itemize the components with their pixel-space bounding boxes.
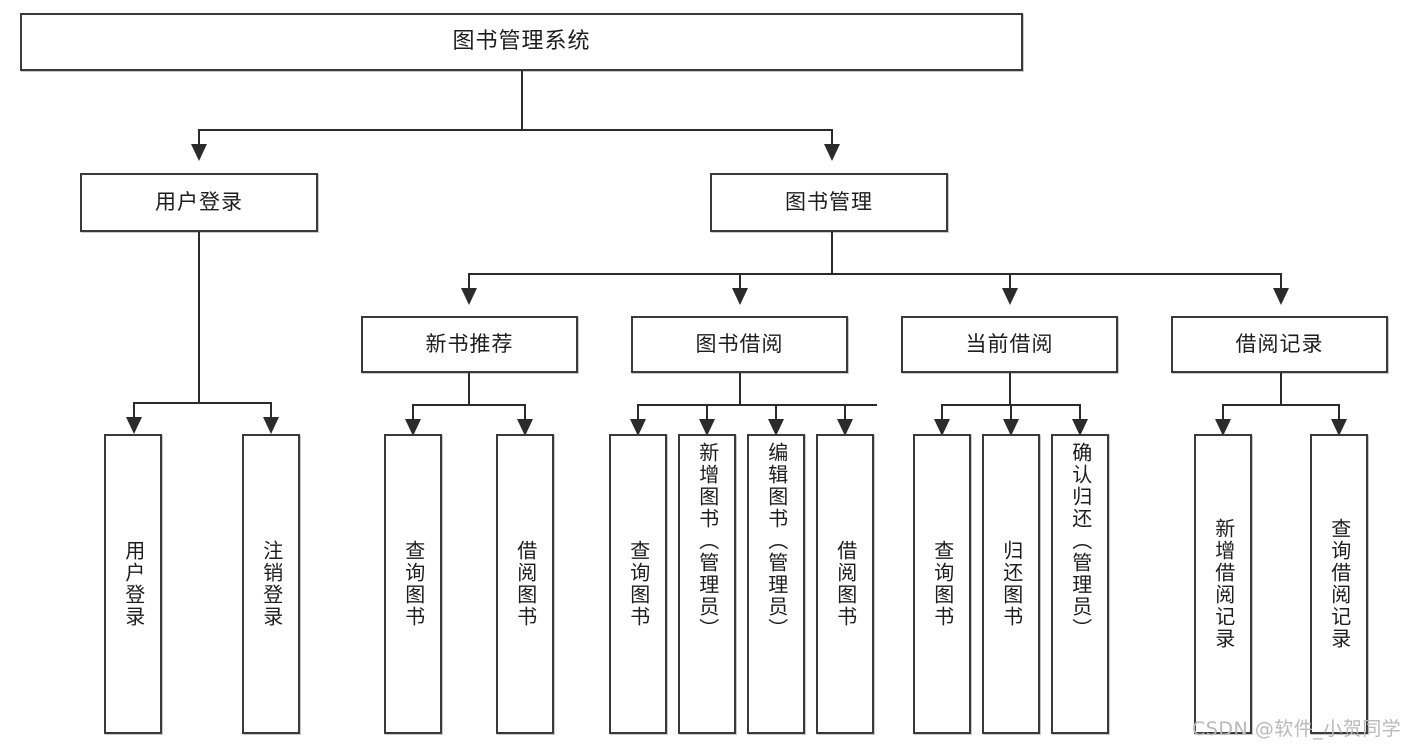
node-label: 图书借阅 (695, 332, 784, 356)
node-label: 新书推荐 (425, 332, 514, 356)
connector-user-login-drop-2 (270, 402, 272, 419)
leaf-label: 借阅图书 (833, 540, 858, 628)
connector-book-management-bar (468, 273, 1282, 275)
leaf-label: 新增借阅记录 (1211, 518, 1236, 650)
connector-root-stem (521, 71, 523, 130)
connector-bb-drop-1 (637, 404, 639, 421)
leaf-br-add-record[interactable]: 新增借阅记录 (1194, 434, 1252, 734)
arrow-to-current-borrow (1002, 288, 1018, 305)
leaf-bb-borrow-book[interactable]: 借阅图书 (816, 434, 874, 734)
arrow-br-leaf-2 (1331, 419, 1347, 436)
connector-br-bar (1222, 404, 1339, 406)
arrow-to-book-management (824, 144, 840, 161)
leaf-label: 归还图书 (999, 540, 1024, 628)
arrow-to-book-borrow (732, 288, 748, 305)
connector-nbr-drop-2 (524, 404, 526, 421)
node-book-management[interactable]: 图书管理 (710, 173, 948, 232)
connector-user-login-bar (133, 402, 271, 404)
leaf-label: 查询图书 (401, 540, 426, 628)
connector-bm-drop-1 (468, 273, 470, 290)
arrow-bb-leaf-4 (837, 419, 853, 436)
connector-br-drop-1 (1222, 404, 1224, 421)
connector-book-management-stem (831, 232, 833, 274)
arrow-bb-leaf-3 (768, 419, 784, 436)
connector-bb-drop-4 (844, 404, 846, 421)
leaf-bb-query-book[interactable]: 查询图书 (609, 434, 667, 734)
connector-bb-drop-2 (706, 404, 708, 421)
arrow-bb-leaf-2 (699, 419, 715, 436)
arrow-to-borrow-record (1273, 288, 1289, 305)
leaf-bb-edit-book-admin[interactable]: 编辑图书（管理员） (747, 434, 805, 734)
leaf-label: 查询借阅记录 (1327, 518, 1352, 650)
leaf-nbr-query-book[interactable]: 查询图书 (384, 434, 442, 734)
leaf-nbr-borrow-book[interactable]: 借阅图书 (496, 434, 554, 734)
connector-root-drop-2 (831, 129, 833, 146)
leaf-cb-return-book[interactable]: 归还图书 (982, 434, 1040, 734)
arrow-cb-leaf-1 (934, 419, 950, 436)
arrow-to-user-login (191, 144, 207, 161)
connector-nbr-drop-1 (412, 404, 414, 421)
connector-nbr-stem (468, 373, 470, 405)
node-label: 用户登录 (155, 190, 243, 214)
node-label: 当前借阅 (965, 332, 1054, 356)
arrow-nbr-leaf-2 (517, 419, 533, 436)
node-borrow-record[interactable]: 借阅记录 (1171, 316, 1388, 373)
arrow-br-leaf-1 (1215, 419, 1231, 436)
connector-br-stem (1280, 373, 1282, 405)
connector-nbr-bar (412, 404, 525, 406)
csdn-watermark: CSDN @软件_小贺同学 (1192, 718, 1402, 740)
connector-user-login-drop-1 (133, 402, 135, 419)
leaf-label: 用户登录 (121, 540, 146, 628)
connector-bb-stem (739, 373, 741, 405)
leaf-logout[interactable]: 注销登录 (242, 434, 300, 734)
connector-cb-drop-3 (1079, 404, 1081, 421)
leaf-label: 新增图书（管理员） (695, 442, 720, 640)
node-label: 图书管理系统 (452, 29, 591, 54)
leaf-bb-add-book-admin[interactable]: 新增图书（管理员） (678, 434, 736, 734)
connector-cb-drop-1 (941, 404, 943, 421)
arrow-nbr-leaf-1 (405, 419, 421, 436)
connector-cb-stem (1009, 373, 1011, 405)
leaf-label: 确认归还（管理员） (1068, 442, 1093, 640)
connector-bm-drop-2 (739, 273, 741, 290)
leaf-label: 注销登录 (259, 540, 284, 628)
connector-root-bar (198, 129, 833, 131)
node-label: 借阅记录 (1235, 332, 1324, 356)
leaf-label: 编辑图书（管理员） (764, 442, 789, 640)
leaf-label: 查询图书 (626, 540, 651, 628)
connector-cb-drop-2 (1010, 404, 1012, 421)
connector-bb-drop-3 (775, 404, 777, 421)
arrow-to-new-book-recommend (461, 288, 477, 305)
node-book-borrow[interactable]: 图书借阅 (631, 316, 848, 373)
arrow-to-leaf-user-login (126, 417, 142, 434)
connector-bb-bar (637, 404, 877, 406)
arrow-cb-leaf-2 (1003, 419, 1019, 436)
node-user-login[interactable]: 用户登录 (80, 173, 318, 232)
connector-br-drop-2 (1338, 404, 1340, 421)
node-label: 图书管理 (785, 190, 873, 214)
arrow-cb-leaf-3 (1072, 419, 1088, 436)
connector-bm-drop-3 (1009, 273, 1011, 290)
node-new-book-recommend[interactable]: 新书推荐 (361, 316, 578, 373)
leaf-cb-query-book[interactable]: 查询图书 (913, 434, 971, 734)
leaf-label: 查询图书 (930, 540, 955, 628)
node-current-borrow[interactable]: 当前借阅 (901, 316, 1118, 373)
connector-bm-drop-4 (1280, 273, 1282, 290)
connector-user-login-stem (198, 232, 200, 403)
leaf-br-query-record[interactable]: 查询借阅记录 (1310, 434, 1368, 734)
node-root-book-management-system[interactable]: 图书管理系统 (20, 13, 1023, 71)
leaf-label: 借阅图书 (513, 540, 538, 628)
leaf-user-login[interactable]: 用户登录 (104, 434, 162, 734)
leaf-cb-confirm-return-admin[interactable]: 确认归还（管理员） (1051, 434, 1109, 734)
arrow-to-leaf-logout (263, 417, 279, 434)
arrow-bb-leaf-1 (630, 419, 646, 436)
connector-root-drop-1 (198, 129, 200, 146)
